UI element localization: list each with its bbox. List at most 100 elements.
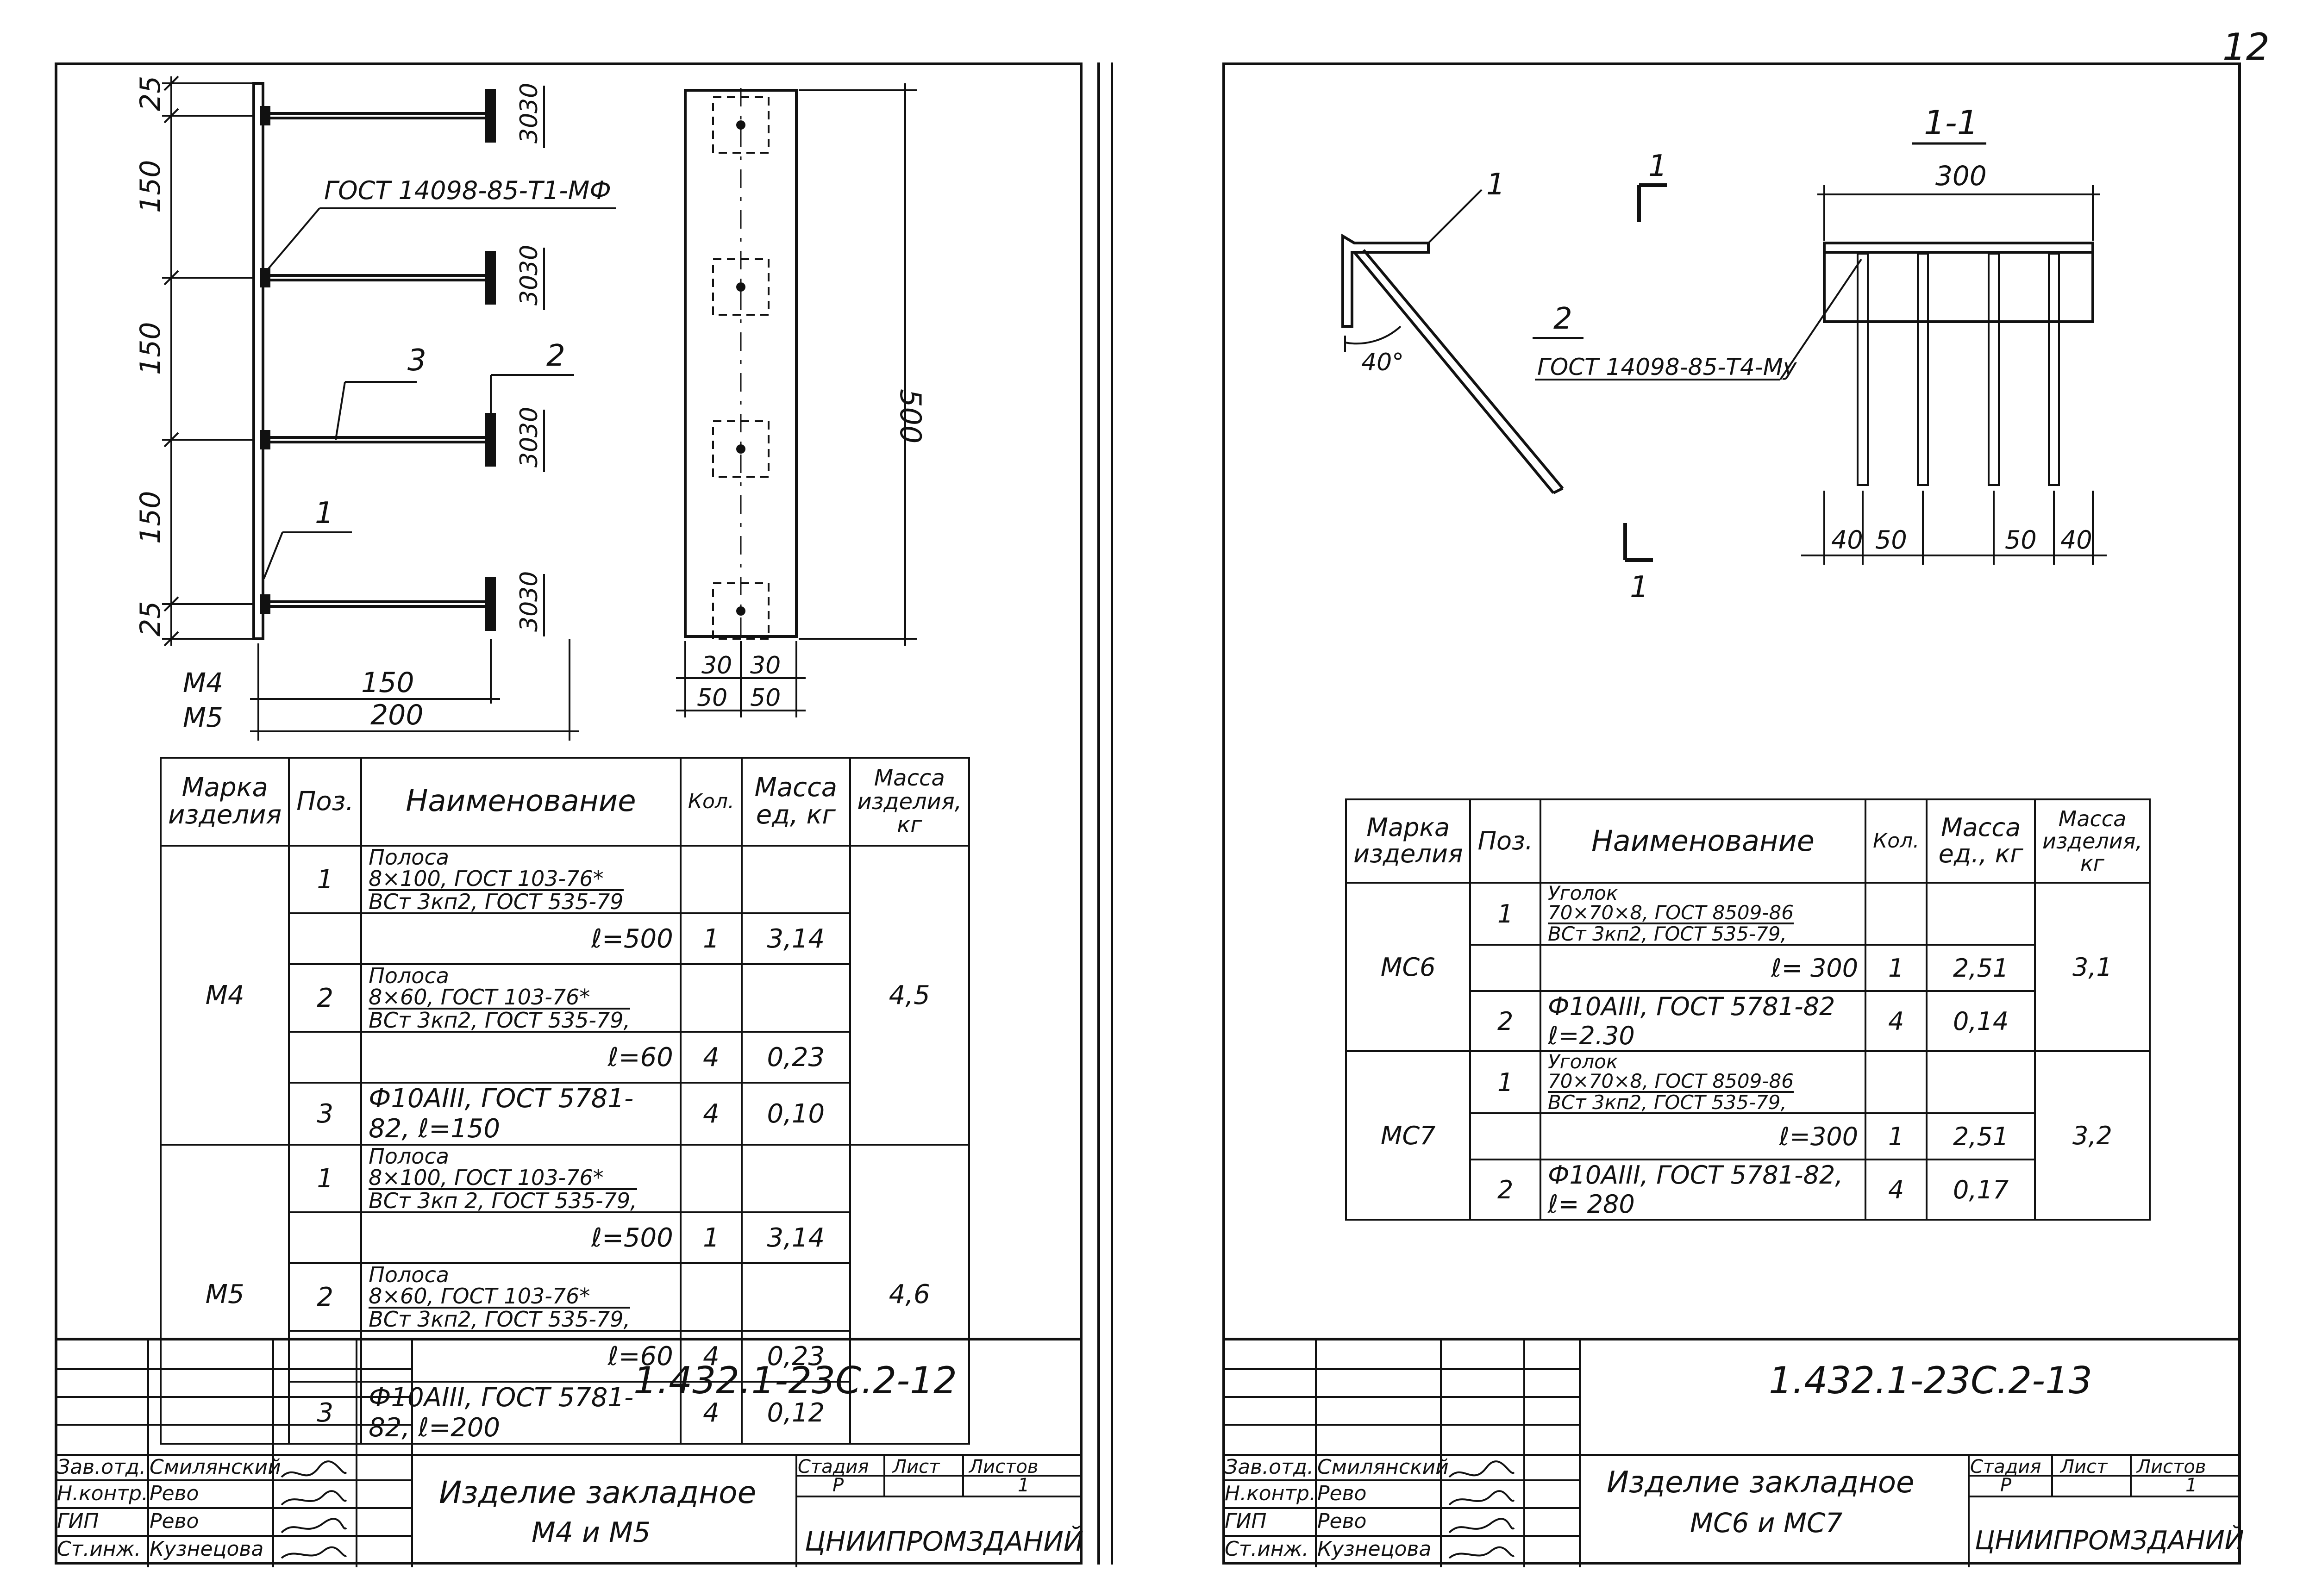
name-top: 8×100, ГОСТ 103-76* — [369, 868, 624, 891]
right-role-2: Н.контр. — [1225, 1482, 1316, 1505]
right-drawing: 1 2 40° 1 1 1-1 300 ГОСТ 14098-85-Т4-Му … — [1341, 103, 2107, 605]
table-cell — [1469, 1112, 1541, 1160]
section-width-300: 300 — [1935, 160, 1987, 192]
plate-dim-1b: 30 — [515, 113, 543, 143]
right-h-pos: Поз. — [1469, 798, 1541, 884]
left-title-line2: М4 и М5 — [532, 1516, 651, 1549]
table-cell — [1865, 1050, 1928, 1114]
center-divider — [1097, 62, 1100, 1565]
name-bottom: ВСт 3кп 2, ГОСТ 535-79, — [369, 1188, 637, 1213]
dim-150-a: 150 — [134, 160, 167, 213]
left-doc-code: 1.432.1-23С.2-12 — [633, 1359, 957, 1402]
name-prefix: Полоса — [369, 1262, 449, 1287]
name-prefix: Уголок — [1547, 1050, 1618, 1073]
name-prefix: Полоса — [369, 1144, 449, 1169]
plate-dim-4a: 30 — [515, 571, 543, 602]
right-role-3: ГИП — [1225, 1509, 1267, 1533]
left-role-3: ГИП — [57, 1509, 99, 1533]
table-cell: 1 — [1469, 882, 1541, 946]
sp-50a: 50 — [1875, 525, 1907, 555]
right-pos-1: 1 — [1486, 168, 1505, 202]
plate-dim-3b: 30 — [515, 437, 543, 468]
table-cell — [679, 845, 743, 914]
angle-40: 40° — [1361, 349, 1404, 376]
left-m4-mark: М4 — [159, 845, 290, 1146]
table-cell — [288, 1031, 363, 1084]
right-sheets-label: Листов — [2137, 1456, 2206, 1478]
table-cell: 4 — [1865, 1159, 1928, 1221]
name-bottom: ВСт 3кп2, ГОСТ 535-79, — [1547, 923, 1787, 945]
sp-40a: 40 — [1831, 525, 1863, 555]
right-stage-value: Р — [2000, 1475, 2012, 1496]
table-cell: Ф10АIII, ГОСТ 5781-82, ℓ= 280 — [1539, 1159, 1867, 1221]
table-cell: 2 — [1469, 990, 1541, 1052]
right-org: ЦНИИПРОМЗДАНИЙ — [1975, 1526, 2244, 1556]
plate-dim-3a: 30 — [515, 407, 543, 437]
table-cell — [1926, 882, 2036, 946]
name-top: 8×60, ГОСТ 103-76* — [369, 986, 631, 1010]
left-sheets-label: Листов — [969, 1456, 1039, 1478]
right-name-1: Смилянский — [1317, 1455, 1449, 1479]
table-cell — [1865, 882, 1928, 946]
table-cell: 2,51 — [1926, 1112, 2036, 1160]
table-cell: ℓ=500 — [360, 912, 682, 965]
right-weld-note: ГОСТ 14098-85-Т4-Му — [1537, 354, 1797, 380]
height-500: 500 — [894, 389, 927, 443]
right-mc6-mass-total: 3,1 — [2034, 882, 2151, 1052]
left-pos-1: 1 — [315, 496, 334, 530]
left-title-line1: Изделие закладное — [439, 1475, 757, 1510]
right-title-block: 1.432.1-23С.2-13 Зав.отд. Смилянский Н.к… — [1222, 1338, 2244, 1567]
table-cell: 1 — [679, 912, 743, 965]
right-mc7-mark: МС7 — [1345, 1050, 1471, 1221]
table-cell: 0,12 — [741, 1381, 851, 1445]
table-cell: Ф10АIII, ГОСТ 5781-82, ℓ=150 — [360, 1082, 682, 1146]
table-cell: 1 — [1469, 1050, 1541, 1114]
right-h-mass-total: Масса изделия, кг — [2034, 798, 2151, 884]
table-cell — [288, 1211, 363, 1264]
left-role-4: Ст.инж. — [57, 1537, 141, 1561]
len-150: 150 — [361, 667, 414, 699]
cut-mark-bottom: 1 — [1630, 570, 1649, 605]
table-cell: 1 — [679, 1211, 743, 1264]
table-cell: 0,10 — [741, 1082, 851, 1146]
table-cell: ℓ= 300 — [1539, 944, 1867, 992]
left-title-block: 1.432.1-23С.2-12 Зав.отд. Смилянский Н.к… — [55, 1338, 1083, 1567]
dim-150-c: 150 — [134, 491, 167, 544]
table-cell — [1926, 1050, 2036, 1114]
left-role-2: Н.контр. — [57, 1482, 148, 1505]
left-h-mass-total: Масса изделия, кг — [849, 757, 970, 847]
table-cell: Ф10АIII, ГОСТ 5781-82, ℓ=200 — [360, 1381, 682, 1445]
plate-dim-2b: 30 — [515, 275, 543, 305]
right-mc6-mark: МС6 — [1345, 882, 1471, 1052]
front-dim-30b: 30 — [750, 652, 781, 680]
right-name-4: Кузнецова — [1317, 1537, 1432, 1561]
table-cell — [741, 1262, 851, 1332]
right-role-1: Зав.отд. — [1225, 1455, 1314, 1479]
table-cell: 4 — [679, 1381, 743, 1445]
front-dim-30a: 30 — [701, 652, 732, 680]
table-cell: Полоса 8×60, ГОСТ 103-76* ВСт 3кп2, ГОСТ… — [360, 963, 682, 1033]
left-name-2: Рево — [150, 1482, 199, 1505]
table-cell: Полоса 8×100, ГОСТ 103-76* ВСт 3кп2, ГОС… — [360, 845, 682, 914]
table-cell — [679, 1144, 743, 1213]
table-cell: Уголок 70×70×8, ГОСТ 8509-86 ВСт 3кп2, Г… — [1539, 882, 1867, 946]
right-h-mark: Марка изделия — [1345, 798, 1471, 884]
left-signatures — [281, 1460, 347, 1559]
left-sheet-label: Лист — [893, 1456, 940, 1478]
len-200: 200 — [370, 699, 424, 731]
left-sheets-value: 1 — [1018, 1475, 1030, 1496]
table-cell: 2 — [288, 1262, 363, 1332]
table-cell — [741, 1144, 851, 1213]
right-stage-label: Стадия — [1970, 1456, 2041, 1478]
left-role-1: Зав.отд. — [57, 1455, 146, 1479]
left-pos-3: 3 — [407, 343, 426, 378]
table-cell — [679, 963, 743, 1033]
left-spec-table: Марка изделия Поз. Наименование Кол. Мас… — [159, 757, 970, 1445]
name-prefix: Уголок — [1547, 882, 1618, 904]
left-name-4: Кузнецова — [150, 1537, 264, 1561]
right-signatures — [1448, 1460, 1515, 1559]
left-m5-mass-total: 4,6 — [849, 1144, 970, 1445]
table-cell: ℓ=60 — [360, 1031, 682, 1084]
cut-mark-top: 1 — [1648, 149, 1667, 183]
table-cell: Полоса 8×100, ГОСТ 103-76* ВСт 3кп 2, ГО… — [360, 1144, 682, 1213]
